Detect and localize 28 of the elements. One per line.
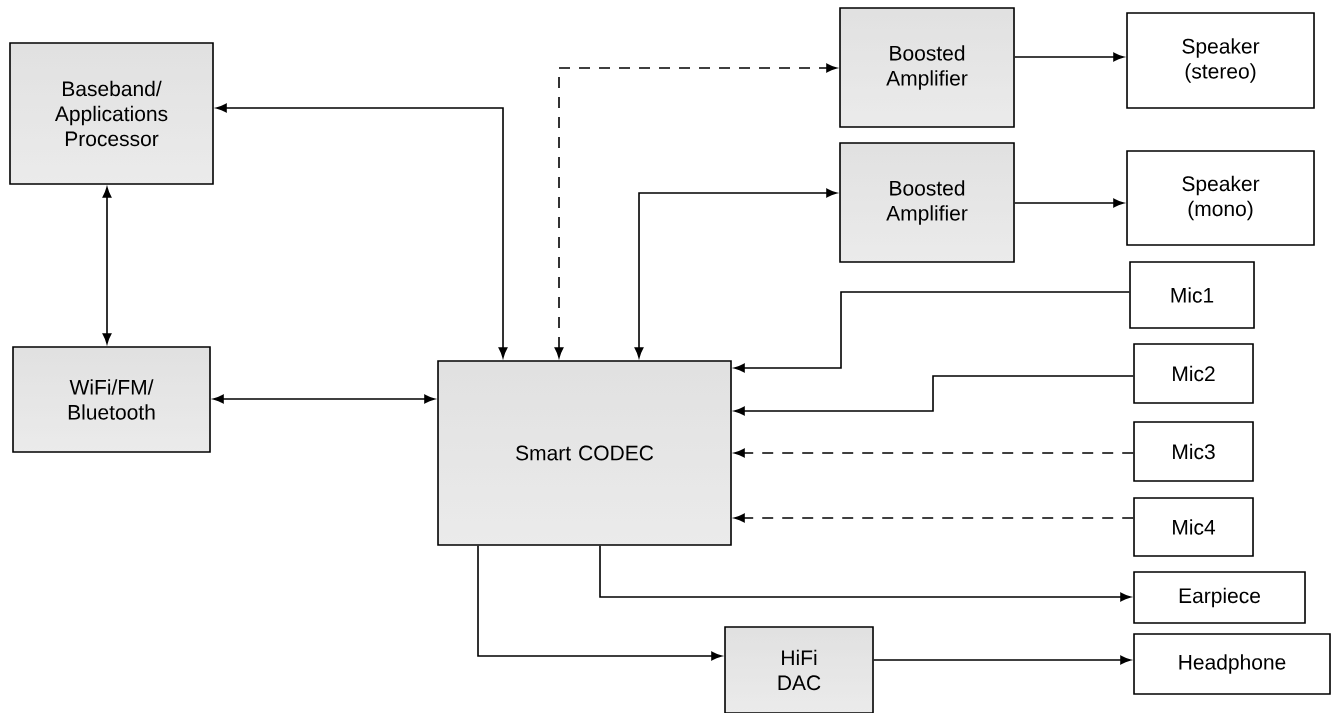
block-box: Smart CODEC	[437, 360, 732, 546]
device-box: Earpiece	[1133, 571, 1306, 624]
block-box: HiFi DAC	[724, 626, 874, 713]
block-box: Boosted Amplifier	[839, 142, 1015, 263]
arrow	[102, 187, 112, 344]
block-box: Baseband/ Applications Processor	[9, 42, 214, 185]
arrow	[873, 655, 1131, 665]
block-box: Boosted Amplifier	[839, 7, 1015, 128]
arrow	[1014, 52, 1124, 62]
device-box: Speaker (stereo)	[1126, 12, 1315, 109]
device-box: Mic4	[1133, 497, 1254, 557]
arrow	[216, 103, 508, 358]
arrow	[599, 545, 1131, 602]
arrow	[734, 291, 1130, 373]
device-box: Headphone	[1133, 633, 1331, 695]
arrow	[734, 513, 1134, 523]
arrow	[554, 63, 837, 358]
device-box: Mic1	[1129, 261, 1255, 329]
device-box: Mic2	[1133, 343, 1254, 404]
arrow	[213, 394, 435, 404]
arrow	[634, 188, 837, 358]
arrow	[734, 375, 1134, 416]
arrow	[734, 448, 1134, 458]
block-box: WiFi/FM/ Bluetooth	[12, 346, 211, 453]
arrow	[1014, 198, 1124, 208]
arrow	[477, 545, 722, 661]
device-box: Mic3	[1133, 421, 1254, 482]
device-box: Speaker (mono)	[1126, 150, 1315, 246]
